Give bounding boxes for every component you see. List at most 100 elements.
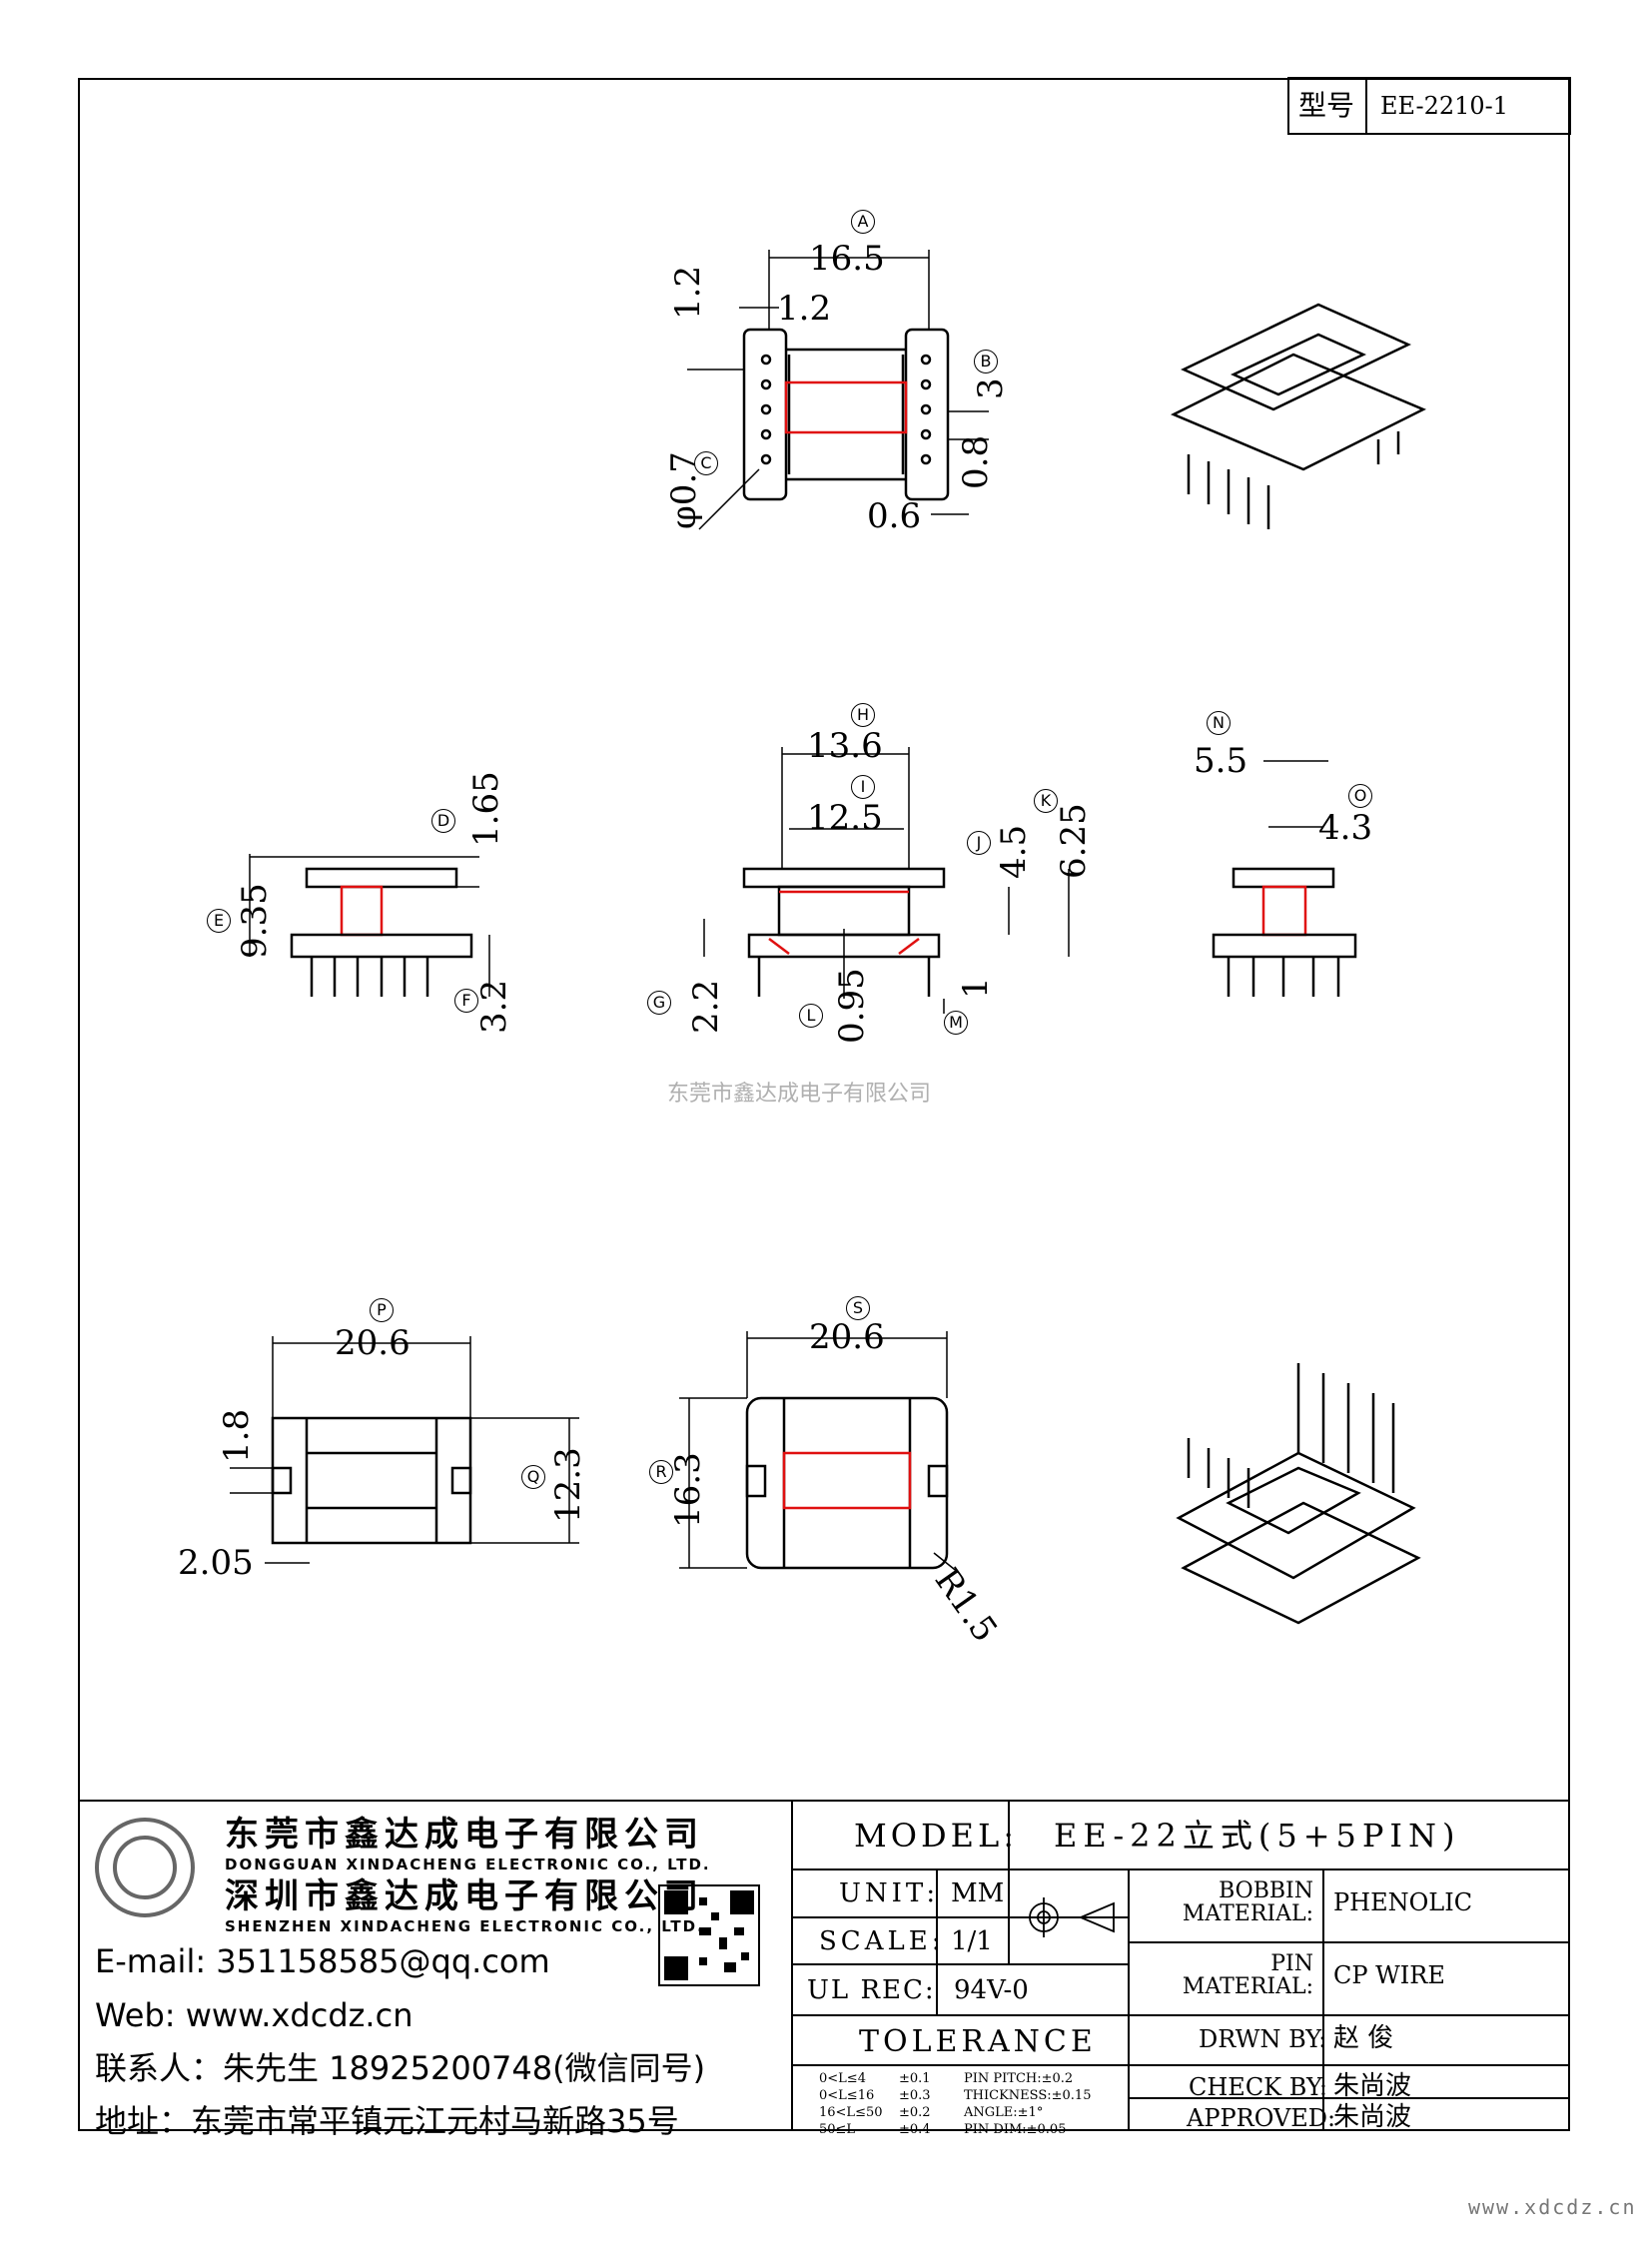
- dim-M: 1: [956, 977, 996, 999]
- balloon-G: G: [647, 991, 671, 1015]
- balloon-A: A: [851, 210, 875, 234]
- plan-view-right-dims: [679, 1331, 960, 1574]
- plan-view-left-dims: [230, 1336, 579, 1564]
- pin-material-value: CP WIRE: [1333, 1961, 1445, 1989]
- tol-value-2: ±0.3: [899, 2088, 931, 2103]
- dim-b-extra2: 0.6: [867, 496, 922, 536]
- scale-label: SCALE:: [819, 1926, 945, 1956]
- dim-p-extra: 1.8: [217, 1408, 257, 1463]
- dim-S: 20.6: [809, 1317, 885, 1357]
- balloon-E: E: [207, 909, 231, 933]
- title-block-grid: [78, 1800, 1570, 2131]
- projection-symbol-icon: [1024, 1897, 1115, 1937]
- pin-material-label: PIN MATERIAL:: [1182, 1951, 1313, 2000]
- company-logo: [95, 1818, 195, 1917]
- top-view-dims: [687, 250, 989, 530]
- unit-value: MM: [951, 1878, 1005, 1908]
- balloon-C: C: [694, 451, 718, 475]
- dim-a-extra: 1.2: [777, 289, 832, 329]
- balloon-B: B: [974, 350, 998, 374]
- company-name-cn-1: 东莞市鑫达成电子有限公司: [225, 1815, 704, 1855]
- bobbin-material-value: PHENOLIC: [1333, 1888, 1473, 1916]
- front-view-dims: [703, 747, 1070, 1014]
- tol-range-3: 16<L≤50: [819, 2105, 883, 2120]
- model-value: EE-22立式(5+5PIN): [1054, 1817, 1461, 1855]
- model-box-value: EE-2210-1: [1380, 92, 1509, 120]
- balloon-D: D: [431, 809, 455, 833]
- dim-R: 16.3: [668, 1452, 708, 1528]
- dim-J: 4.5: [994, 824, 1034, 879]
- tol-spec-3: ANGLE:±1°: [964, 2105, 1044, 2120]
- tol-value-4: ±0.4: [899, 2122, 931, 2137]
- plan-view-right: [745, 1396, 949, 1570]
- footer-url: www.xdcdz.cn: [1468, 2195, 1637, 2219]
- company-contact: 联系人：朱先生 18925200748(微信同号): [95, 2049, 706, 2087]
- balloon-Q: Q: [521, 1465, 545, 1489]
- model-box-label: 型号: [1298, 89, 1355, 122]
- ulrec-label: UL REC:: [807, 1975, 936, 2005]
- unit-label: UNIT:: [839, 1878, 940, 1908]
- approved-label: APPROVED:: [1187, 2104, 1336, 2132]
- balloon-N: N: [1207, 711, 1231, 735]
- model-box: [1287, 77, 1571, 135]
- approved-value: 朱尚波: [1333, 2102, 1412, 2132]
- top-view: [742, 328, 950, 501]
- tol-spec-2: THICKNESS:±0.15: [964, 2088, 1092, 2103]
- dim-b-extra: 0.8: [956, 434, 996, 489]
- drawn-by-label: DRWN BY:: [1199, 2025, 1327, 2053]
- company-name-cn-2: 深圳市鑫达成电子有限公司: [225, 1876, 704, 1916]
- balloon-L: L: [799, 1004, 823, 1028]
- company-address: 地址：东莞市常平镇元江元村马新路35号: [95, 2102, 679, 2140]
- dim-A: 16.5: [809, 239, 885, 279]
- dim-p-extra2: 2.05: [178, 1543, 254, 1583]
- balloon-O: O: [1348, 784, 1372, 808]
- dim-O: 4.3: [1318, 808, 1373, 848]
- plan-view-left: [271, 1416, 472, 1545]
- drawing-frame: [78, 78, 1570, 2131]
- tol-value-3: ±0.2: [899, 2105, 931, 2120]
- end-view: [1212, 867, 1357, 997]
- side-view-dims: [249, 854, 490, 997]
- iso-view-1: [1171, 303, 1426, 529]
- qr-code: [658, 1884, 760, 1986]
- dim-K: 6.25: [1054, 803, 1094, 879]
- balloon-I: I: [851, 775, 875, 799]
- balloon-R: R: [649, 1460, 673, 1484]
- dim-F: 3.2: [474, 979, 514, 1034]
- dim-I: 12.5: [807, 798, 883, 838]
- dim-B: 3: [971, 377, 1011, 399]
- dim-E: 9.35: [235, 883, 275, 959]
- balloon-H: H: [851, 703, 875, 727]
- company-web: Web: www.xdcdz.cn: [95, 1996, 413, 2034]
- tol-range-4: 50≤L: [819, 2122, 856, 2137]
- dim-G: 2.2: [686, 979, 726, 1034]
- drawn-by-value: 赵 俊: [1333, 2023, 1394, 2053]
- dim-a-extra2: 1.2: [668, 265, 708, 320]
- balloon-F: F: [454, 989, 478, 1013]
- dim-D: 1.65: [466, 771, 506, 847]
- balloon-M: M: [944, 1011, 968, 1035]
- tol-spec-4: PIN DIM:±0.05: [964, 2122, 1067, 2137]
- tol-range-2: 0<L≤16: [819, 2088, 875, 2103]
- balloon-S: S: [846, 1296, 870, 1320]
- company-name-en-2: SHENZHEN XINDACHENG ELECTRONIC CO., LTD.: [225, 1917, 705, 1935]
- ulrec-value: 94V-0: [954, 1975, 1029, 2005]
- model-label: MODEL:: [854, 1817, 1019, 1855]
- check-by-label: CHECK BY:: [1189, 2073, 1327, 2101]
- check-by-value: 朱尚波: [1333, 2071, 1412, 2101]
- dim-L: 0.95: [832, 968, 872, 1044]
- side-view: [290, 867, 473, 997]
- balloon-K: K: [1034, 789, 1058, 813]
- tol-value-1: ±0.1: [899, 2071, 931, 2086]
- dim-Q: 12.3: [548, 1447, 588, 1523]
- balloon-J: J: [967, 831, 991, 855]
- dim-N: 5.5: [1194, 741, 1248, 781]
- tol-range-1: 0<L≤4: [819, 2071, 866, 2086]
- end-view-dims: [1263, 760, 1328, 828]
- company-name-en-1: DONGGUAN XINDACHENG ELECTRONIC CO., LTD.: [225, 1856, 711, 1873]
- company-email: E-mail: 351158585@qq.com: [95, 1942, 550, 1980]
- tol-spec-1: PIN PITCH:±0.2: [964, 2071, 1074, 2086]
- watermark: 东莞市鑫达成电子有限公司: [667, 1082, 932, 1107]
- bobbin-material-label: BOBBIN MATERIAL:: [1182, 1878, 1313, 1927]
